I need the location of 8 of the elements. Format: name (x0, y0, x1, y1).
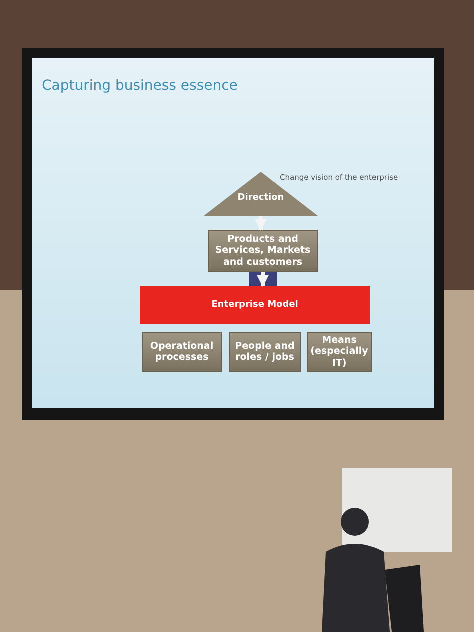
process-box: People and roles / jobs (229, 332, 301, 372)
process-box: Operational processes (142, 332, 222, 372)
arrow (257, 272, 269, 288)
process-box: Means (especially IT) (307, 332, 372, 372)
arrow (255, 216, 267, 232)
slide-title: Capturing business essence (42, 78, 238, 94)
process-box: Products and Services, Markets and customers (208, 230, 318, 272)
model-band: Enterprise Model (140, 286, 370, 324)
